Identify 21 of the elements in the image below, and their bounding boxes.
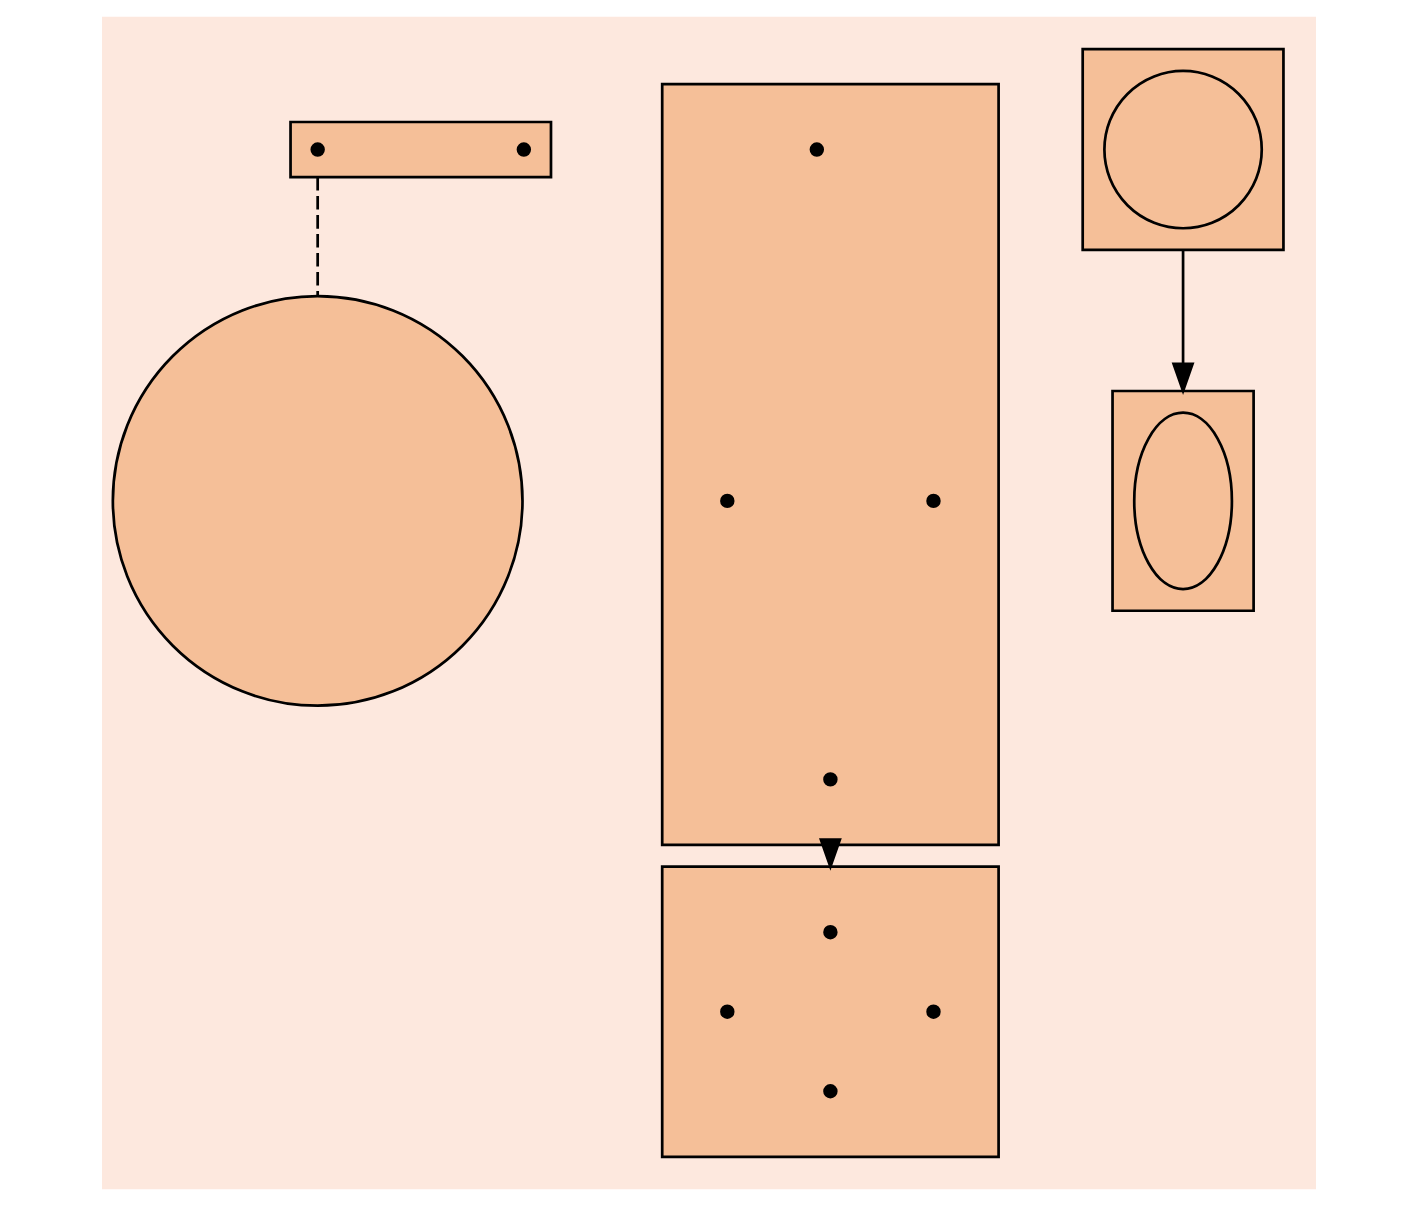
node-dot <box>720 1004 735 1019</box>
node-dot <box>823 1084 838 1099</box>
cluster <box>660 82 1000 847</box>
arrow <box>1171 249 1195 396</box>
node-dot <box>926 493 941 509</box>
node-circle <box>111 294 524 708</box>
connector <box>316 177 320 296</box>
node-dot <box>809 142 825 157</box>
arrow <box>819 838 842 871</box>
cluster <box>1081 47 1285 252</box>
cluster <box>660 865 1000 1159</box>
node-dot <box>516 142 532 157</box>
cluster <box>1111 389 1255 613</box>
node-dot <box>926 1004 941 1019</box>
node-ellipse <box>1132 411 1234 591</box>
node-dot <box>823 924 838 940</box>
cluster <box>289 120 553 179</box>
node-dot <box>310 142 325 157</box>
node-dot <box>823 772 838 787</box>
node-circle <box>1103 69 1264 230</box>
node-dot <box>720 493 735 509</box>
